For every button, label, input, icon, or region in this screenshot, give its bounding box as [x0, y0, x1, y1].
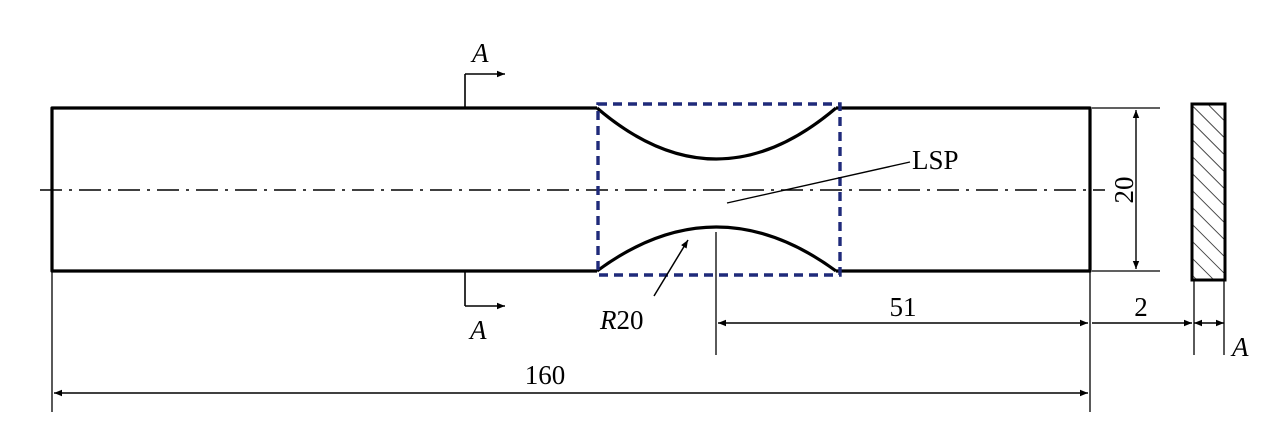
half-length-dim-label: 51: [890, 292, 917, 322]
total-length-dim-label: 160: [525, 360, 566, 390]
extension-lines: [51, 232, 1225, 412]
total-length-dimension: 160: [54, 360, 1088, 397]
cross-section-view: [1190, 102, 1227, 282]
gauge-arc-top: [595, 106, 838, 161]
lsp-region-box: [596, 102, 842, 277]
width-dimension: 20: [1092, 107, 1160, 272]
lsp-leader-line: [726, 161, 911, 204]
radius-prefix: R: [599, 305, 617, 335]
radius-leader-line: [653, 239, 689, 297]
section-label-bottom: A: [468, 315, 487, 345]
section-view-label: A: [1230, 332, 1249, 362]
radius-label: R20: [599, 305, 644, 335]
width-dim-label: 20: [1109, 177, 1139, 204]
half-length-dimension: 51: [718, 292, 1088, 327]
radius-value: 20: [617, 305, 644, 335]
section-marker-bottom: A: [464, 271, 505, 345]
section-marker-top: A: [464, 38, 505, 108]
section-label-top: A: [470, 38, 489, 68]
right-grip-outline: [836, 106, 1092, 273]
thickness-dimension: 2 A: [1092, 292, 1249, 362]
thickness-dim-label: 2: [1134, 292, 1148, 322]
lsp-label: LSP: [912, 145, 959, 175]
gauge-arc-bottom: [596, 225, 837, 273]
